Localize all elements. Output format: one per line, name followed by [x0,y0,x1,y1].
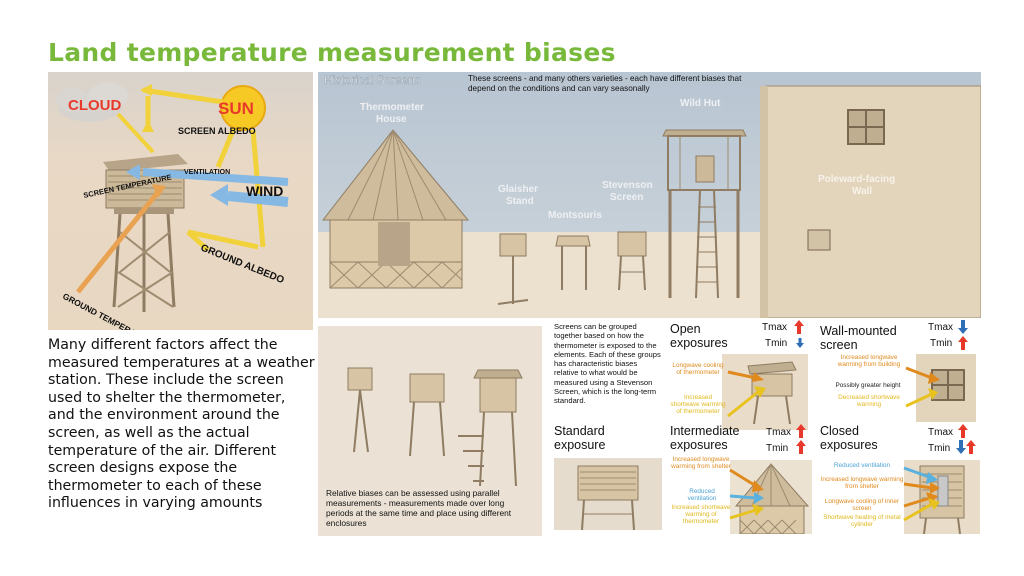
closed-shortwave-caption: Shortwave heating of metal cylinder [823,514,901,529]
label-stevenson: Stevenson [602,180,653,191]
open-longwave-caption: Longwave cooling of thermometer [672,362,724,377]
open-tmin-down-arrow-icon [796,338,804,348]
sun-label: SUN [218,99,254,118]
wall-tmin-up-arrow-icon [958,336,968,350]
intermediate-tmin-up-arrow-icon [796,440,806,454]
cloud-icon [56,82,128,122]
label-thermometer: Thermometer [360,102,424,113]
wall-shortwave-caption: Decreased shortwave warming [838,394,900,409]
wind-arrows [126,164,289,207]
description-text: Many different factors affect the measur… [48,337,315,512]
wind-label: WIND [246,183,283,199]
open-tmax-label: Tmax [762,322,787,333]
montsouris-screen [555,235,591,290]
label-poleward: Poleward-facing [818,174,895,185]
label-montsouris: Montsouris [548,210,602,221]
thermometer-house [321,129,470,289]
cloud-label: CLOUD [68,97,121,114]
intermediate-exposures-title: Intermediate exposures [670,424,740,452]
label-wild-hut: Wild Hut [680,98,721,109]
open-tmin-label: Tmin [765,338,788,349]
closed-ventilation-caption: Reduced ventilation [833,462,891,469]
closed-exposures-title: Closed exposures [820,424,878,452]
parallel-caption: Relative biases can be assessed using pa… [326,488,512,528]
factors-illustration: CLOUD SUN SCREEN ALBEDO VENTILATION SCRE… [48,72,313,330]
screen-albedo-label: SCREEN ALBEDO [178,126,256,136]
poleward-wall-building [760,85,981,318]
parallel-illustration [318,326,542,536]
wall-longwave-caption: Increased longwave warming from building [837,354,901,369]
closed-longwave-cool-caption: Longwave cooling of inner screen [824,498,900,513]
label-screen: Screen [610,192,643,203]
closed-tmin-down-arrow-icon [956,440,966,454]
intermediate-tmax-up-arrow-icon [796,424,806,438]
stevenson-screen-historical [617,231,647,291]
page-title: Land temperature measurement biases [48,38,616,67]
closed-tmin-up-arrow-icon [966,440,976,454]
grouping-text: Screens can be grouped together based on… [554,322,661,406]
sun-rays [142,87,266,250]
standard-exposure-title: Standard exposure [554,424,606,452]
label-glaisher: Glaisher [498,184,538,195]
intermediate-tmax-label: Tmax [766,427,791,438]
open-exposures-title: Open exposures [670,322,728,350]
label-wall: Wall [852,186,872,197]
ventilation-label: VENTILATION [184,169,230,176]
historical-screens-panel: Historical Screens Thermometer House Gla… [318,72,981,318]
wall-tmax-label: Tmax [928,322,953,333]
wall-tmin-label: Tmin [930,338,953,349]
parallel-panel: Relative biases can be assessed using pa… [318,326,542,536]
open-shortwave-caption: Increased shortwave warming of thermomet… [670,394,726,416]
label-house: House [376,114,407,125]
intermediate-shortwave-caption: Increased shortwave warming of thermomet… [671,504,731,526]
label-stand: Stand [506,196,534,207]
historical-screens-illustration: Historical Screens Thermometer House Gla… [318,72,981,318]
ground-temperature-arrow [76,190,160,294]
standard-exposure-panel [554,458,662,530]
wall-tmax-down-arrow-icon [958,320,968,334]
wall-mounted-panel: Increased longwave warming from building… [820,354,976,422]
wall-mounted-title: Wall-mounted screen [820,324,897,352]
open-tmax-up-arrow-icon [794,320,804,334]
parallel-screens [347,367,523,487]
closed-tmax-up-arrow-icon [958,424,968,438]
closed-tmax-label: Tmax [928,427,953,438]
wall-height-caption: Possibly greater height [835,382,901,389]
historical-heading: Historical Screens [324,73,421,87]
closed-longwave-warm-caption: Increased longwave warming from shelter [820,476,904,491]
closed-tmin-label: Tmin [928,443,951,454]
historical-note: These screens - and many others varietie… [468,74,742,93]
sun-icon [220,85,266,131]
wild-hut [662,129,747,299]
intermediate-tmin-label: Tmin [766,443,789,454]
glaisher-stand [497,233,529,305]
closed-exposure-panel: Reduced ventilation Increased longwave w… [820,456,980,534]
intermediate-ventilation-caption: Reduced ventilation [687,488,717,503]
intermediate-longwave-caption: Increased longwave warming from shelter [671,456,731,471]
factors-panel: CLOUD SUN SCREEN ALBEDO VENTILATION SCRE… [48,72,313,330]
open-exposure-panel: Longwave cooling of thermometer Increase… [670,354,808,430]
intermediate-exposure-panel: Increased longwave warming from shelter … [670,456,812,534]
